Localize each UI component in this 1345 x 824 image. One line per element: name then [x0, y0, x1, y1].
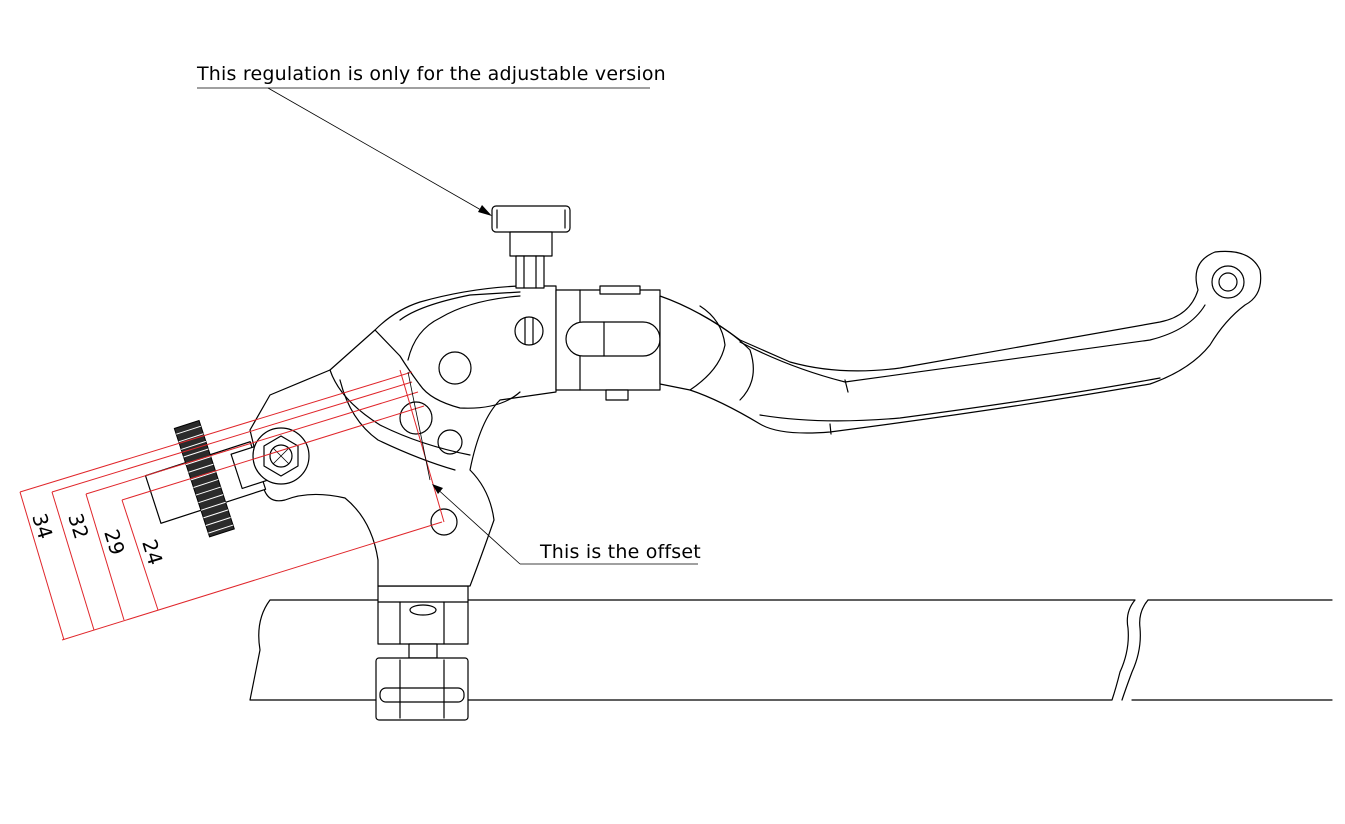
pivot-block — [555, 285, 661, 401]
clamp — [375, 585, 469, 721]
offset-callout — [432, 484, 698, 565]
dimension-24: 24 — [137, 536, 167, 567]
offset-dimension-lines — [19, 369, 445, 641]
handlebar-tube — [249, 599, 1333, 701]
dimension-34: 34 — [27, 510, 57, 541]
regulation-callout-text: This regulation is only for the adjustab… — [196, 63, 666, 85]
dimension-32: 32 — [63, 510, 93, 541]
lever-body — [249, 285, 557, 587]
lever-blade — [659, 250, 1262, 435]
adjuster-knob — [491, 205, 571, 289]
regulation-callout — [197, 87, 650, 216]
offset-callout-text: This is the offset — [539, 541, 701, 563]
